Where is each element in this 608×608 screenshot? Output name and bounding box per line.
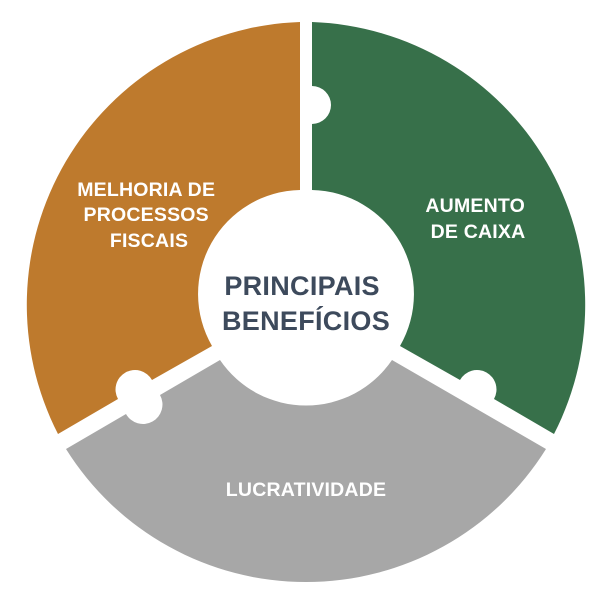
center-title: PRINCIPAIS BENEFÍCIOS [222,271,390,336]
aumento-label-line-2: DE CAIXA [431,221,526,243]
melhoria-label-line-3: FISCAIS [110,230,188,252]
melhoria-label-line-1: MELHORIA DE [77,179,215,201]
aumento-label: AUMENTO DE CAIXA [425,195,530,243]
segment-lucratividade [66,360,546,583]
aumento-label-line-1: AUMENTO [425,195,525,217]
melhoria-label-line-2: PROCESSOS [84,204,209,226]
segment-aumento-de-caixa [312,22,586,434]
lucratividade-label: LUCRATIVIDADE [226,479,386,501]
center-title-line-2: BENEFÍCIOS [222,305,390,336]
melhoria-label: MELHORIA DE PROCESSOS FISCAIS [77,179,221,252]
segment-melhoria-processos-fiscais [26,22,301,434]
center-title-line-1: PRINCIPAIS [224,271,380,301]
